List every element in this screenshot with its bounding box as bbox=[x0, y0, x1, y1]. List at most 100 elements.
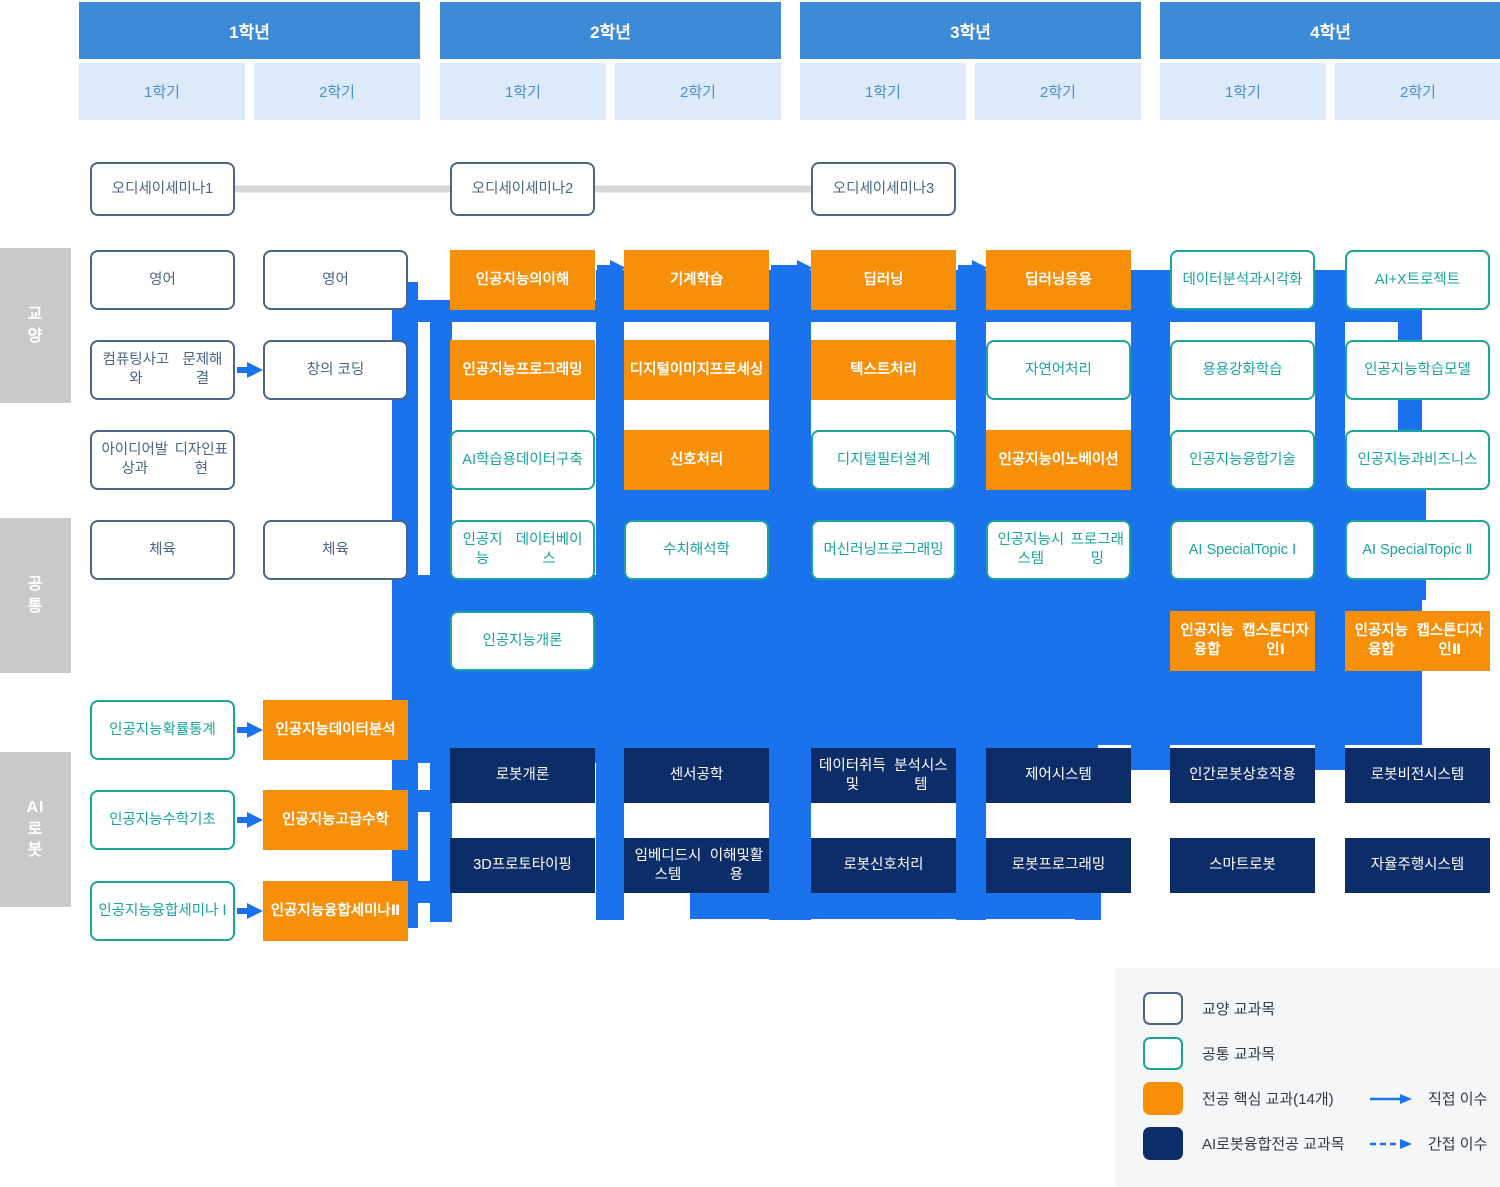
course-box-major[interactable]: 기계학습 bbox=[624, 250, 769, 310]
course-box-robot[interactable]: 자율주행시스템 bbox=[1345, 838, 1490, 893]
course-label-line: 기계학습 bbox=[669, 271, 724, 288]
course-label-line: AI Special bbox=[1188, 541, 1255, 558]
course-box-major[interactable]: 딥러닝응용 bbox=[986, 250, 1131, 310]
legend-arrow-label: 직접 이수 bbox=[1428, 1091, 1488, 1108]
course-box-robot[interactable]: 로봇신호처리 bbox=[811, 838, 956, 893]
semester-header-cell-8: 2학기 bbox=[1335, 63, 1500, 120]
course-box-gyoyang[interactable]: 영어 bbox=[263, 250, 408, 310]
course-box-gyoyang[interactable]: 체육 bbox=[90, 520, 235, 580]
course-label-line: 분석시스템 bbox=[894, 757, 948, 793]
course-box-robot[interactable]: 로봇비전시스템 bbox=[1345, 748, 1490, 803]
semester-header-cell-2: 2학기 bbox=[254, 63, 420, 120]
seminar-box[interactable]: 오디세이세미나1 bbox=[90, 162, 235, 216]
course-box-major[interactable]: 인공지능의이해 bbox=[450, 250, 595, 310]
course-label-line: 필터설계 bbox=[876, 451, 931, 468]
course-box-robot[interactable]: 제어시스템 bbox=[986, 748, 1131, 803]
category-label-line: AI bbox=[26, 799, 45, 817]
category-label-line: 통 bbox=[27, 597, 44, 615]
course-box-major[interactable]: 텍스트처리 bbox=[811, 340, 956, 400]
course-label-line: 인공지능 bbox=[462, 532, 503, 567]
course-label-line: 자연어처리 bbox=[1025, 361, 1092, 378]
course-box-robot[interactable]: 센서공학 bbox=[624, 748, 769, 803]
legend-swatch-sw-gongtong bbox=[1143, 1037, 1183, 1070]
course-label-line: 인공지능과 bbox=[1357, 451, 1425, 468]
course-label-line: 수치해석학 bbox=[663, 541, 730, 558]
course-label-line: 인공지능융합 bbox=[1354, 623, 1408, 658]
course-label-line: 데이터구축 bbox=[516, 451, 583, 468]
category-label-line: 양 bbox=[27, 327, 44, 345]
course-label-line: 인공지능시스템 bbox=[997, 532, 1065, 567]
course-box-robot[interactable]: 3D프로토타이핑 bbox=[450, 838, 595, 893]
legend-arrow-item: 간접 이수 bbox=[1370, 1133, 1487, 1154]
legend-item: 전공 핵심 교과(14개) bbox=[1143, 1082, 1334, 1115]
course-box-major[interactable]: 딥러닝 bbox=[811, 250, 956, 310]
course-label-line: 딥러닝응용 bbox=[1025, 271, 1092, 288]
semester-header-cell-5: 1학기 bbox=[800, 63, 966, 120]
course-box-gyoyang[interactable]: 창의 코딩 bbox=[263, 340, 408, 400]
course-label-line: 캡스톤디자인Ⅱ bbox=[1416, 623, 1484, 658]
legend-arrow-item: 직접 이수 bbox=[1370, 1088, 1487, 1109]
course-box-gongtong[interactable]: 인공지능개론 bbox=[450, 611, 595, 671]
course-label-line: 데이터분석 bbox=[328, 721, 396, 738]
course-label-line: 인공지능 bbox=[1364, 361, 1418, 378]
course-label-line: 인공지능 bbox=[998, 451, 1052, 468]
course-label-line: 자율주행시스템 bbox=[1370, 857, 1465, 874]
course-box-gongtong[interactable]: 수치해석학 bbox=[624, 520, 769, 580]
course-label-line: 인공지능융합 bbox=[1180, 623, 1234, 658]
course-box-gongtong[interactable]: 용용강화학습 bbox=[1170, 340, 1315, 400]
course-label-line: 캡스톤디자인Ⅰ bbox=[1242, 623, 1309, 658]
course-label-line: 인공지능융합 bbox=[270, 902, 351, 919]
course-label-line: 스마트로봇 bbox=[1209, 857, 1276, 874]
course-box-robot[interactable]: 스마트로봇 bbox=[1170, 838, 1315, 893]
year-header-cell-3: 3학년 bbox=[800, 2, 1141, 59]
semester-header-cell-1: 1학기 bbox=[79, 63, 245, 120]
course-label-line: 인공지능프로그래밍 bbox=[462, 361, 583, 378]
seminar-box[interactable]: 오디세이세미나2 bbox=[450, 162, 595, 216]
course-box-gyoyang[interactable]: 영어 bbox=[90, 250, 235, 310]
legend-swatch-sw-robot bbox=[1143, 1127, 1183, 1160]
seminar-box[interactable]: 오디세이세미나3 bbox=[811, 162, 956, 216]
course-box-gyoyang[interactable]: 체육 bbox=[263, 520, 408, 580]
course-box-major[interactable]: 신호처리 bbox=[624, 430, 769, 490]
course-label-line: 데이터분석과 bbox=[1182, 271, 1263, 288]
course-box-robot[interactable]: 로봇개론 bbox=[450, 748, 595, 803]
course-box-robot[interactable]: 로봇프로그래밍 bbox=[986, 838, 1131, 893]
course-box-gongtong[interactable]: 자연어처리 bbox=[986, 340, 1131, 400]
course-label-line: 3D프로토타이핑 bbox=[473, 857, 572, 874]
course-box-major[interactable]: 인공지능프로그래밍 bbox=[450, 340, 595, 400]
course-label-line: 비즈니스 bbox=[1424, 451, 1478, 468]
legend-item: AI로봇융합전공 교과목 bbox=[1143, 1127, 1345, 1160]
course-box-robot[interactable]: 인간로봇상호작용 bbox=[1170, 748, 1315, 803]
legend-label: AI로봇융합전공 교과목 bbox=[1202, 1136, 1345, 1153]
course-label-line: 인공지능 bbox=[282, 811, 336, 828]
course-label-line: 이해및활용 bbox=[709, 847, 764, 883]
course-label-line: 컴퓨팅사고와 bbox=[102, 352, 170, 387]
